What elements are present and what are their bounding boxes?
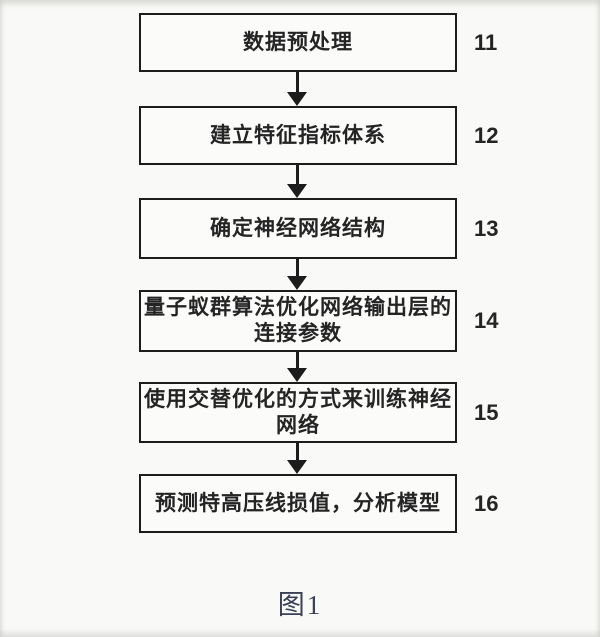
arrow-down-icon [286,443,308,474]
arrow-head [287,92,307,106]
arrow-head [287,368,307,382]
arrow-head [287,184,307,198]
arrow-down-icon [286,165,308,198]
step-ref-label-11: 11 [474,29,498,55]
arrow-shaft [296,165,299,188]
arrow-shaft [296,259,299,280]
arrow-shaft [296,72,299,96]
flow-step-quantum-ant-colony-optimization: 量子蚁群算法优化网络输出层的 连接参数 [139,290,457,352]
figure-caption: 图1 [277,590,323,620]
step-ref-label-14: 14 [474,308,499,333]
flow-step-alternating-optimization-training: 使用交替优化的方式来训练神经 网络 [139,382,457,443]
arrow-down-icon [286,259,308,290]
flow-step-data-preprocessing: 数据预处理 [139,13,457,72]
arrow-down-icon [286,72,308,106]
step-ref-label-12: 12 [474,122,499,148]
flow-step-feature-index-system: 建立特征指标体系 [139,106,457,165]
arrow-down-icon [286,352,308,382]
step-ref-label-16: 16 [474,490,499,516]
arrow-head [287,276,307,290]
arrow-head [287,460,307,474]
step-ref-label-13: 13 [474,215,499,241]
arrow-shaft [296,443,299,464]
flow-step-predict-line-loss: 预测特高压线损值，分析模型 [139,474,457,533]
step-ref-label-15: 15 [474,399,499,425]
flow-step-network-structure: 确定神经网络结构 [139,198,457,259]
arrow-shaft [296,352,299,372]
